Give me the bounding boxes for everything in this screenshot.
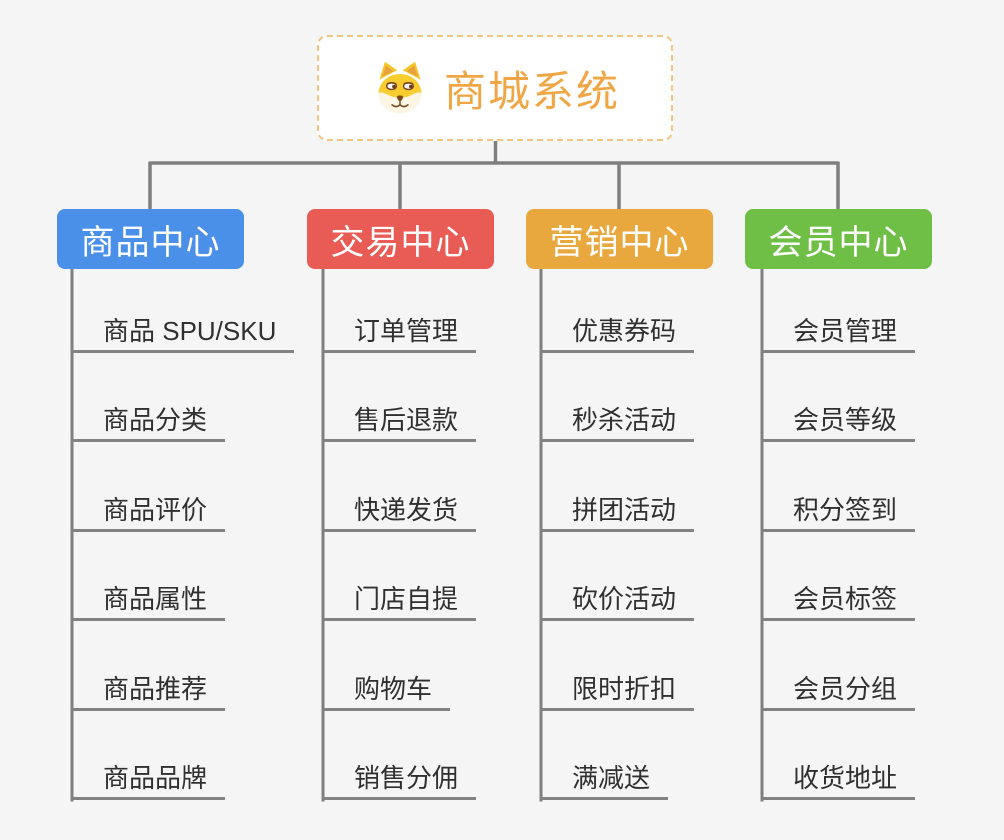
child-node-product-category[interactable]: 商品分类 bbox=[71, 402, 226, 442]
child-node-product-spu-sku[interactable]: 商品 SPU/SKU bbox=[71, 313, 295, 353]
child-node-full-reduction[interactable]: 满减送 bbox=[540, 760, 669, 800]
child-node-product-brand[interactable]: 商品品牌 bbox=[71, 760, 226, 800]
child-node-shopping-cart[interactable]: 购物车 bbox=[322, 671, 451, 711]
child-node-shipping-address[interactable]: 收货地址 bbox=[761, 760, 916, 800]
dog-icon bbox=[378, 61, 422, 114]
child-node-aftersale-refund[interactable]: 售后退款 bbox=[322, 402, 477, 442]
branch-header-product-center[interactable]: 商品中心 bbox=[57, 209, 244, 269]
child-node-limited-time-discount[interactable]: 限时折扣 bbox=[540, 671, 695, 711]
child-node-product-attribute[interactable]: 商品属性 bbox=[71, 581, 226, 621]
child-node-express-delivery[interactable]: 快递发货 bbox=[322, 492, 477, 532]
child-node-member-tag[interactable]: 会员标签 bbox=[761, 581, 916, 621]
branch-header-member-center[interactable]: 会员中心 bbox=[745, 209, 932, 269]
child-node-points-checkin[interactable]: 积分签到 bbox=[761, 492, 916, 532]
child-node-sales-commission[interactable]: 销售分佣 bbox=[322, 760, 477, 800]
child-node-member-group[interactable]: 会员分组 bbox=[761, 671, 916, 711]
child-node-product-recommend[interactable]: 商品推荐 bbox=[71, 671, 226, 711]
child-node-flash-sale[interactable]: 秒杀活动 bbox=[540, 402, 695, 442]
root-node[interactable]: 商城系统 bbox=[317, 35, 673, 141]
branch-header-trade-center[interactable]: 交易中心 bbox=[307, 209, 494, 269]
child-node-order-management[interactable]: 订单管理 bbox=[322, 313, 477, 353]
child-node-coupon-code[interactable]: 优惠券码 bbox=[540, 313, 695, 353]
root-title: 商城系统 bbox=[443, 67, 620, 115]
child-node-bargain-activity[interactable]: 砍价活动 bbox=[540, 581, 695, 621]
child-node-member-level[interactable]: 会员等级 bbox=[761, 402, 916, 442]
child-node-member-management[interactable]: 会员管理 bbox=[761, 313, 916, 353]
child-node-product-review[interactable]: 商品评价 bbox=[71, 492, 226, 532]
branch-header-marketing-center[interactable]: 营销中心 bbox=[526, 209, 713, 269]
child-node-group-buy[interactable]: 拼团活动 bbox=[540, 492, 695, 532]
child-node-store-pickup[interactable]: 门店自提 bbox=[322, 581, 477, 621]
